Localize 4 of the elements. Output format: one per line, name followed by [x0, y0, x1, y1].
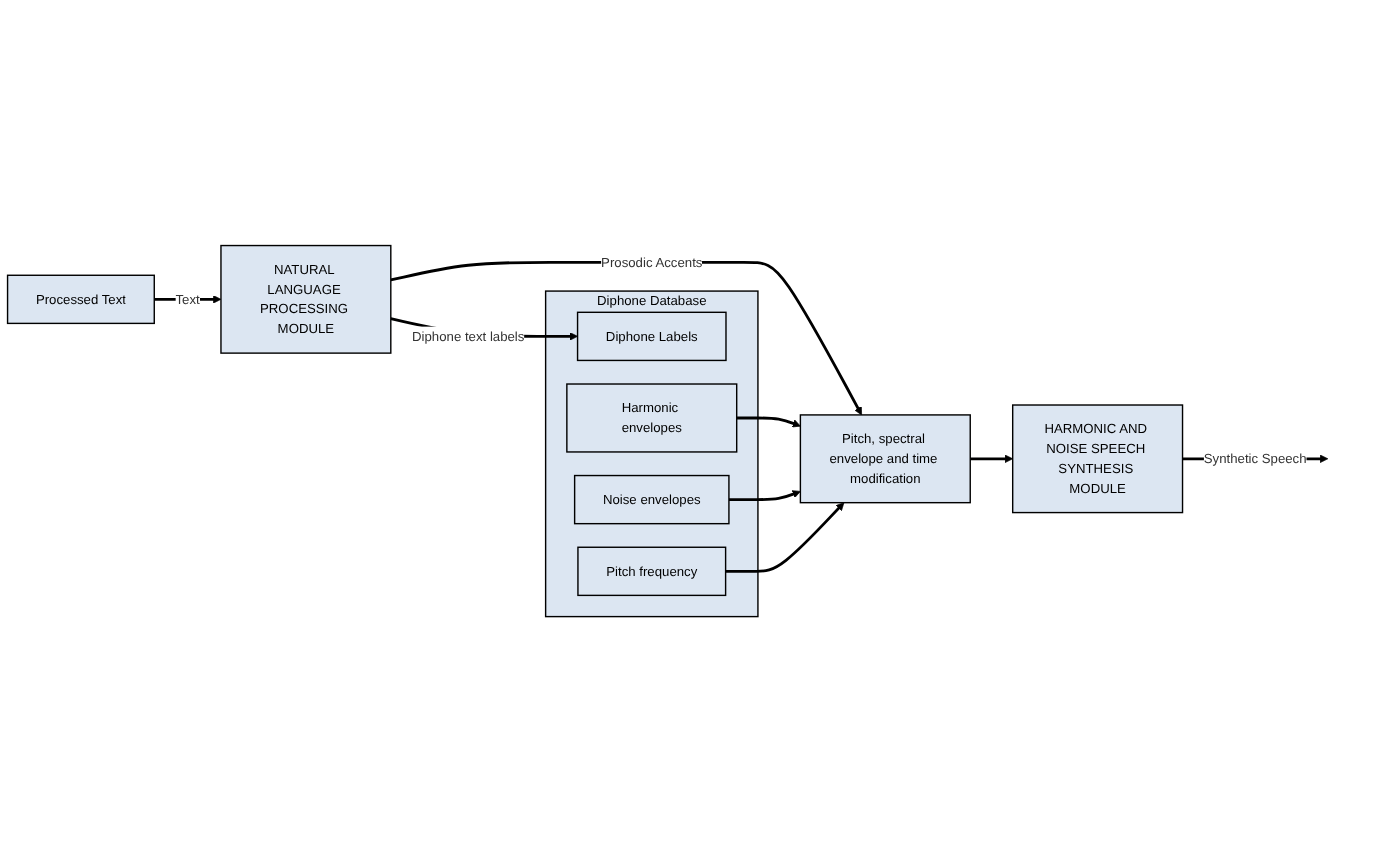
arrow [736, 416, 801, 428]
arrow [970, 454, 1014, 463]
arrow [728, 490, 801, 501]
arrow [725, 502, 845, 573]
